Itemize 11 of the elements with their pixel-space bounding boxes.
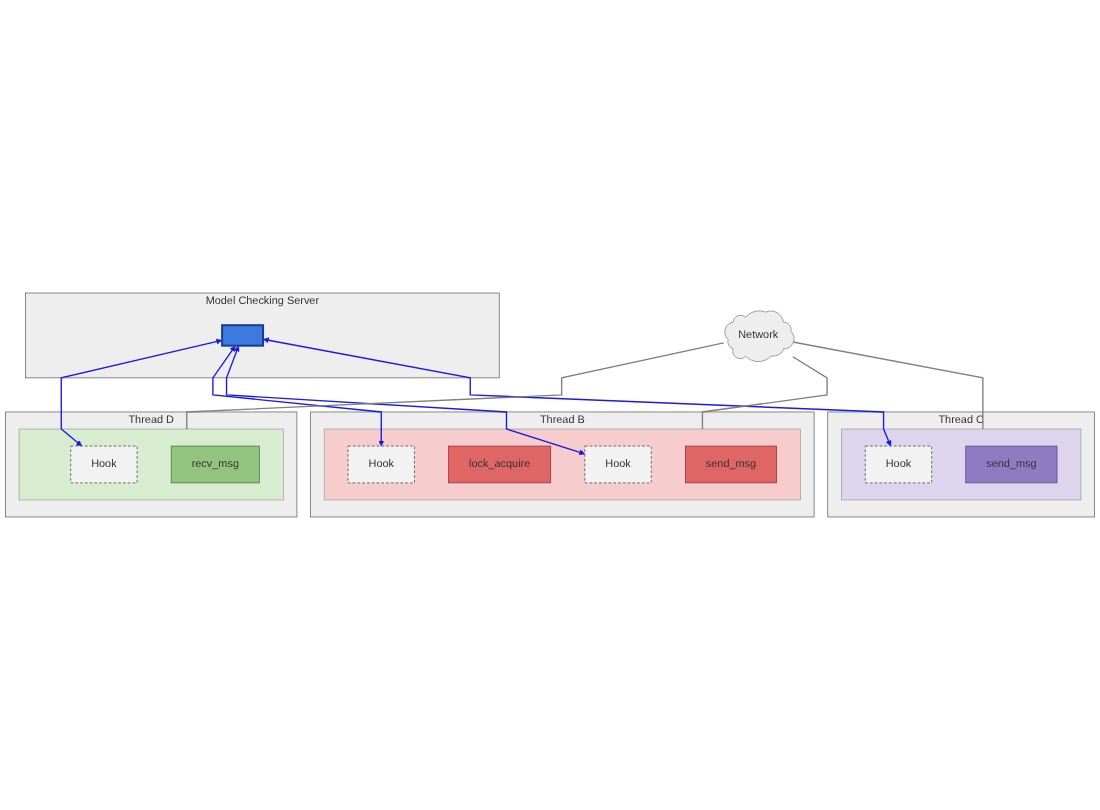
node-box [221,324,265,347]
arrow [212,345,385,447]
connector [792,341,984,430]
cluster [323,428,801,501]
cluster [18,428,284,501]
arrow [225,345,586,456]
connector [186,342,725,430]
connector [701,356,828,430]
arrow [60,338,223,447]
arrow [263,337,892,447]
cluster [841,428,1082,501]
